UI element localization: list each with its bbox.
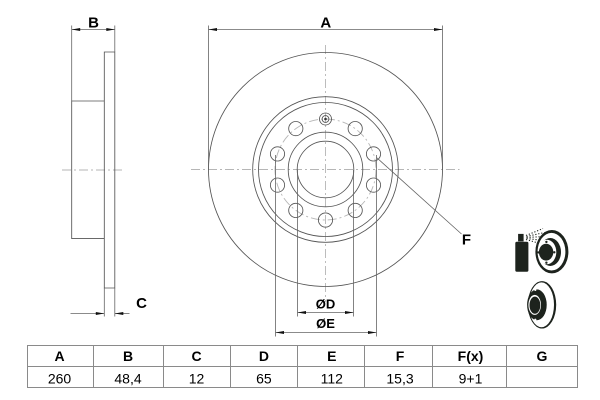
svg-text:G: G — [536, 348, 547, 364]
svg-text:A: A — [54, 348, 64, 364]
svg-text:E: E — [327, 348, 336, 364]
svg-text:F: F — [396, 348, 405, 364]
svg-text:9+1: 9+1 — [459, 370, 483, 386]
svg-text:D: D — [259, 348, 269, 364]
svg-text:12: 12 — [189, 370, 205, 386]
svg-text:112: 112 — [321, 370, 344, 386]
svg-text:B: B — [88, 14, 99, 31]
svg-text:C: C — [191, 348, 201, 364]
svg-text:B: B — [123, 348, 133, 364]
svg-text:65: 65 — [256, 370, 272, 386]
svg-text:C: C — [136, 295, 147, 312]
svg-text:A: A — [320, 14, 331, 31]
svg-text:ØE: ØE — [316, 316, 335, 331]
svg-text:260: 260 — [48, 370, 72, 386]
svg-text:F(x): F(x) — [458, 348, 484, 364]
svg-text:ØD: ØD — [316, 296, 336, 311]
svg-text:48,4: 48,4 — [114, 370, 141, 386]
svg-text:F: F — [462, 232, 471, 249]
svg-text:15,3: 15,3 — [386, 370, 413, 386]
